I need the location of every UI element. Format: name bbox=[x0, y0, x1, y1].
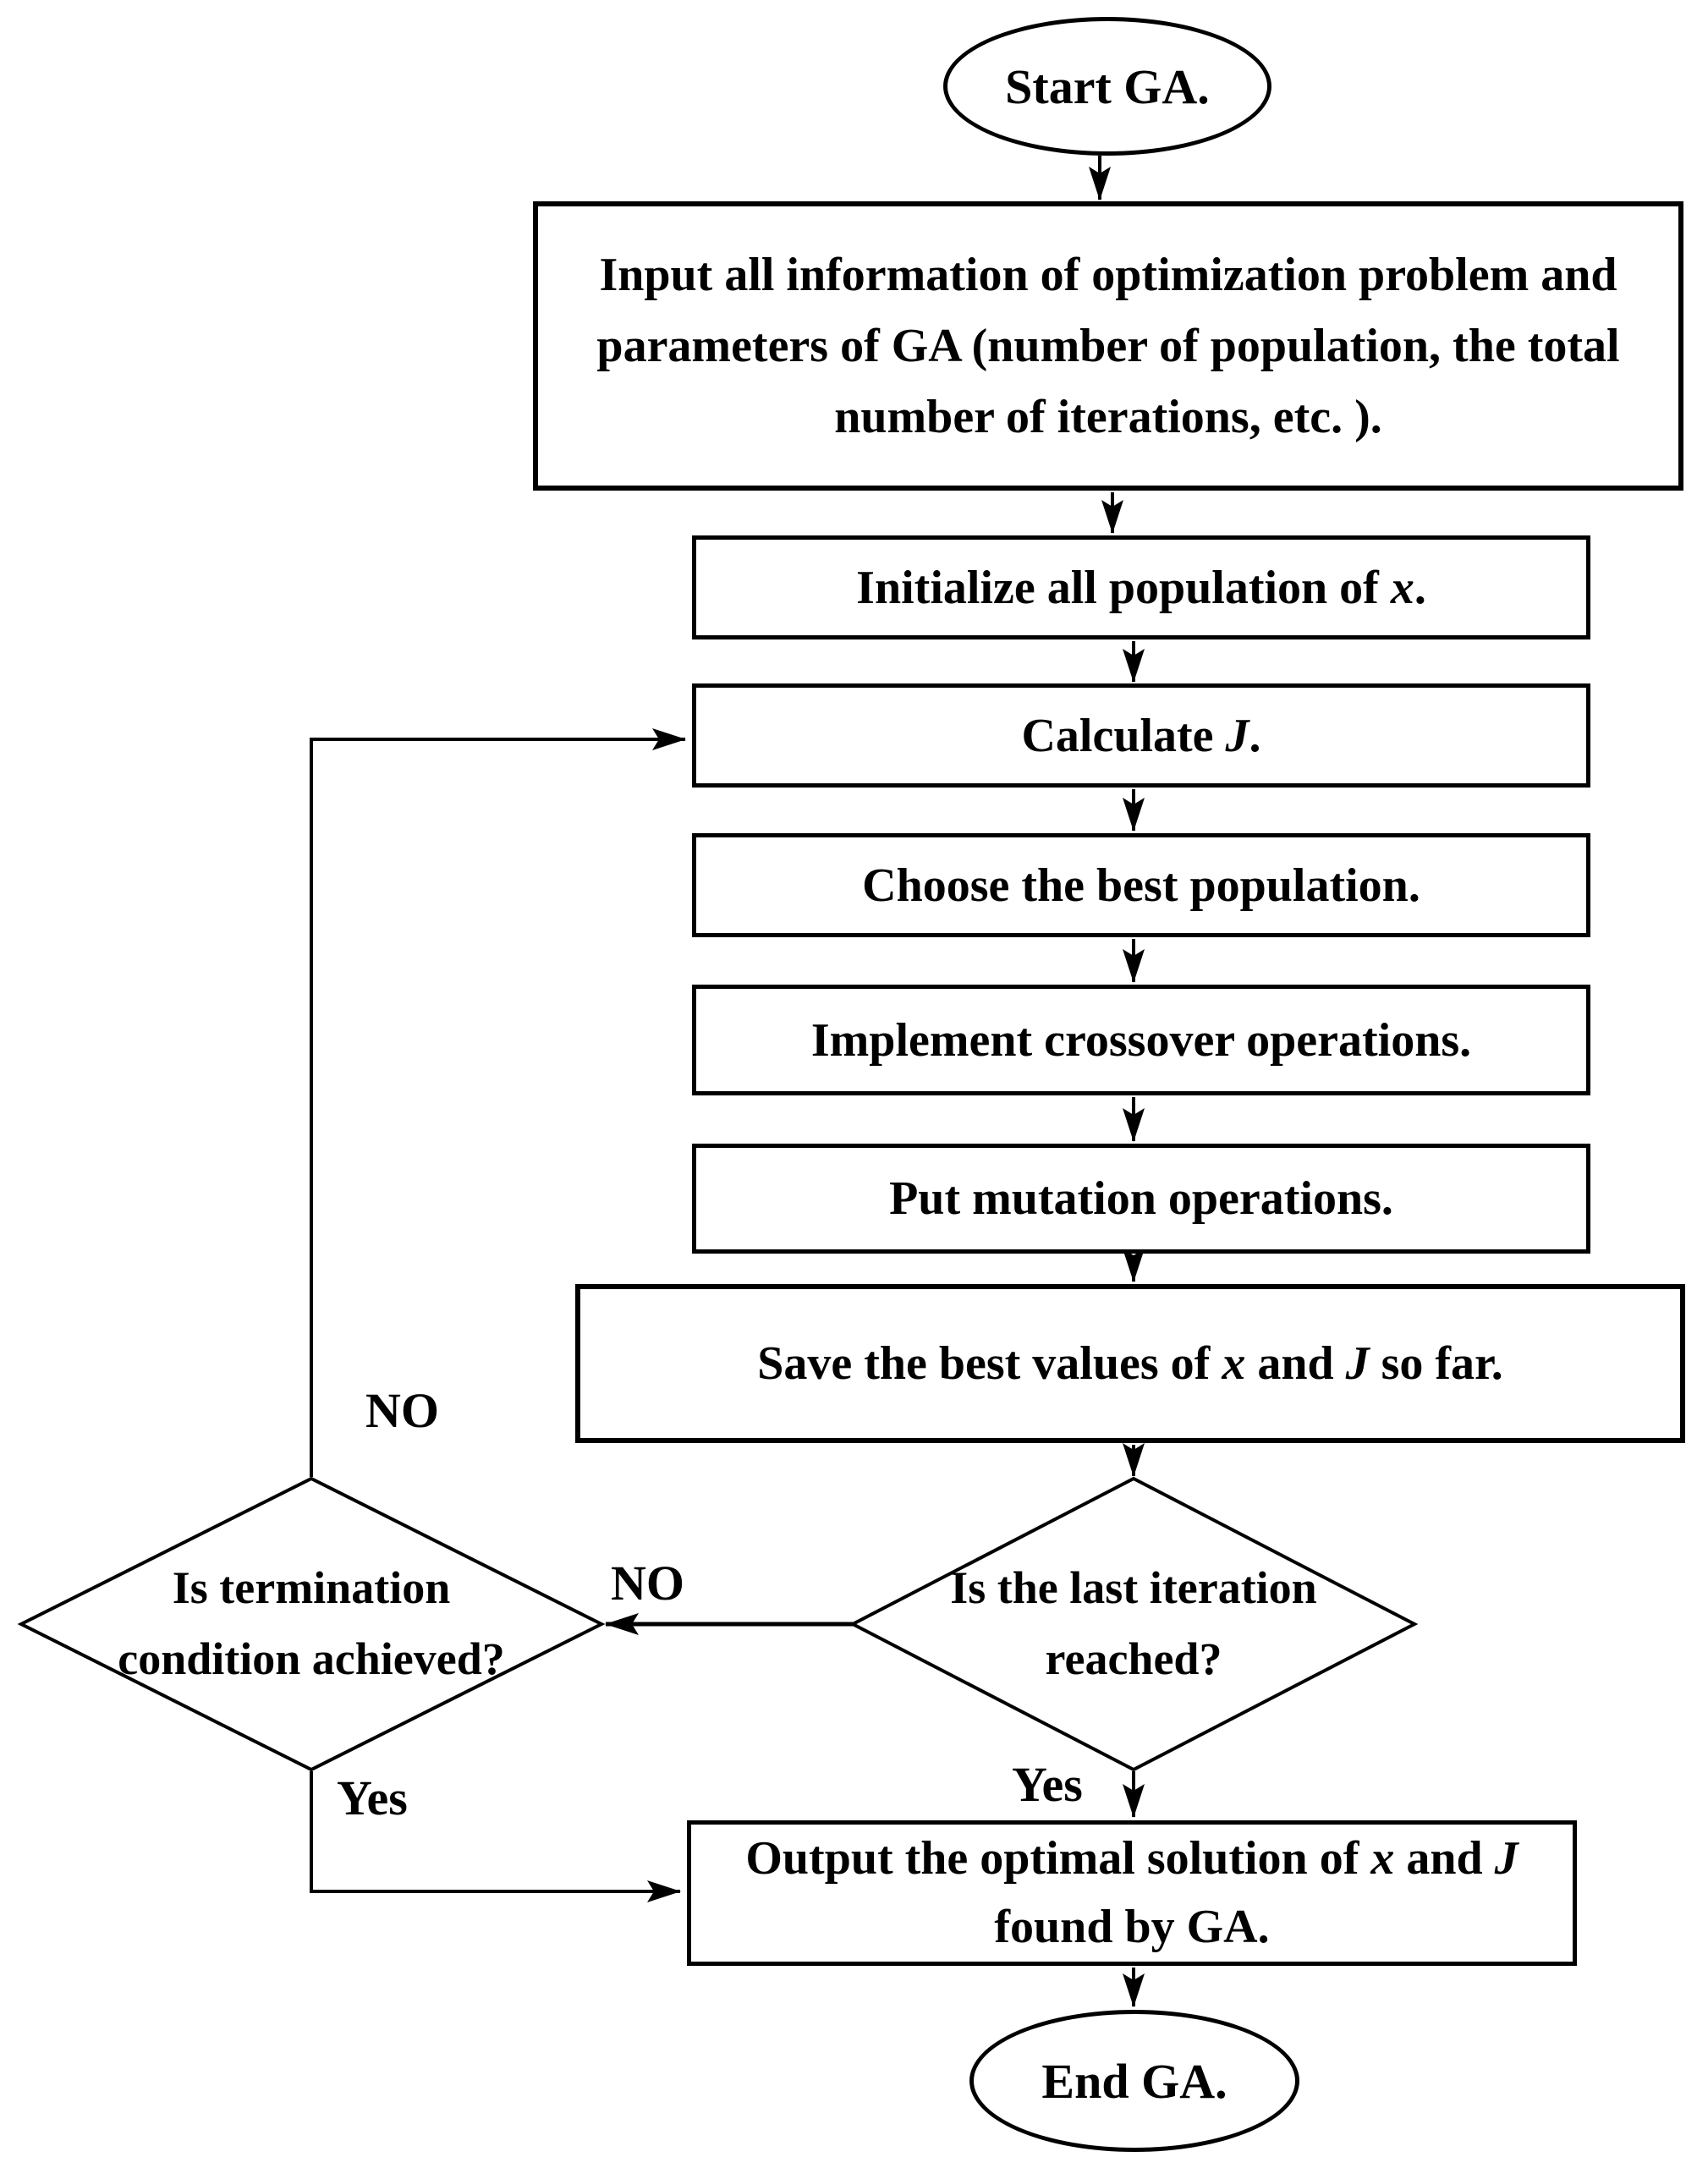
process-input-line2: parameters of GA (number of population, … bbox=[596, 320, 1620, 372]
process-input-line3: number of iterations, etc. ). bbox=[834, 391, 1382, 443]
terminator-end: End GA. bbox=[969, 2010, 1299, 2152]
process-save-best-label: Save the best values of x and J so far. bbox=[757, 1328, 1503, 1399]
decision-termination-line1: Is termination bbox=[172, 1562, 451, 1614]
process-calculate-j: Calculate J. bbox=[692, 683, 1590, 788]
variable-x: x bbox=[1370, 1831, 1395, 1885]
process-input-line1: Input all information of optimization pr… bbox=[599, 249, 1617, 301]
label-no-between: NO bbox=[611, 1556, 684, 1611]
process-choose-best: Choose the best population. bbox=[692, 833, 1590, 937]
arrow-yes-termination-to-output bbox=[310, 1771, 681, 1902]
decision-last-iteration-shape bbox=[849, 1476, 1419, 1772]
variable-x: x bbox=[1222, 1337, 1246, 1390]
process-mutation-label: Put mutation operations. bbox=[889, 1172, 1393, 1225]
process-output: Output the optimal solution of x and J f… bbox=[687, 1820, 1577, 1966]
label-yes-left: Yes bbox=[337, 1770, 408, 1825]
process-crossover: Implement crossover operations. bbox=[692, 985, 1590, 1095]
decision-last-iteration-label: Is the last iteration reached? bbox=[880, 1546, 1387, 1702]
text-segment: so far. bbox=[1369, 1337, 1503, 1390]
variable-j: J bbox=[1494, 1831, 1519, 1885]
text-segment: . bbox=[1414, 561, 1426, 614]
text-segment: Output the optimal solution of bbox=[745, 1831, 1371, 1885]
decision-termination-shape bbox=[17, 1476, 606, 1772]
process-output-line2: found by GA. bbox=[994, 1901, 1270, 1953]
process-output-line1: Output the optimal solution of x and J bbox=[745, 1825, 1518, 1893]
variable-j: J bbox=[1345, 1337, 1370, 1390]
text-segment: Initialize all population of bbox=[856, 561, 1391, 614]
terminator-start-label: Start GA. bbox=[1005, 58, 1210, 114]
process-mutation: Put mutation operations. bbox=[692, 1144, 1590, 1254]
decision-termination-line2: condition achieved? bbox=[118, 1633, 505, 1684]
terminator-start: Start GA. bbox=[943, 17, 1271, 156]
text-segment: and bbox=[1394, 1831, 1495, 1885]
process-save-best: Save the best values of x and J so far. bbox=[575, 1284, 1685, 1443]
decision-last-iteration-line1: Is the last iteration bbox=[950, 1562, 1317, 1614]
process-input-label: Input all information of optimization pr… bbox=[596, 239, 1619, 453]
process-initialize: Initialize all population of x. bbox=[692, 535, 1590, 639]
arrow-no-loop-to-calculate bbox=[310, 728, 686, 1477]
process-output-label: Output the optimal solution of x and J f… bbox=[745, 1825, 1518, 1962]
text-segment: Calculate bbox=[1021, 709, 1226, 762]
variable-j: J bbox=[1225, 709, 1249, 762]
process-input: Input all information of optimization pr… bbox=[533, 201, 1683, 491]
text-segment: Save the best values of bbox=[757, 1337, 1222, 1390]
terminator-end-label: End GA. bbox=[1041, 2053, 1227, 2109]
process-crossover-label: Implement crossover operations. bbox=[810, 1013, 1472, 1067]
decision-last-iteration-line2: reached? bbox=[1045, 1633, 1222, 1684]
process-calculate-j-label: Calculate J. bbox=[1021, 700, 1260, 771]
text-segment: . bbox=[1249, 709, 1261, 762]
text-segment: and bbox=[1245, 1337, 1346, 1390]
label-no-loop: NO bbox=[365, 1383, 439, 1438]
process-choose-best-label: Choose the best population. bbox=[862, 859, 1420, 912]
process-initialize-label: Initialize all population of x. bbox=[856, 552, 1426, 623]
label-yes-right: Yes bbox=[1012, 1757, 1083, 1812]
decision-termination-label: Is termination condition achieved? bbox=[76, 1546, 546, 1702]
variable-x: x bbox=[1390, 561, 1414, 614]
